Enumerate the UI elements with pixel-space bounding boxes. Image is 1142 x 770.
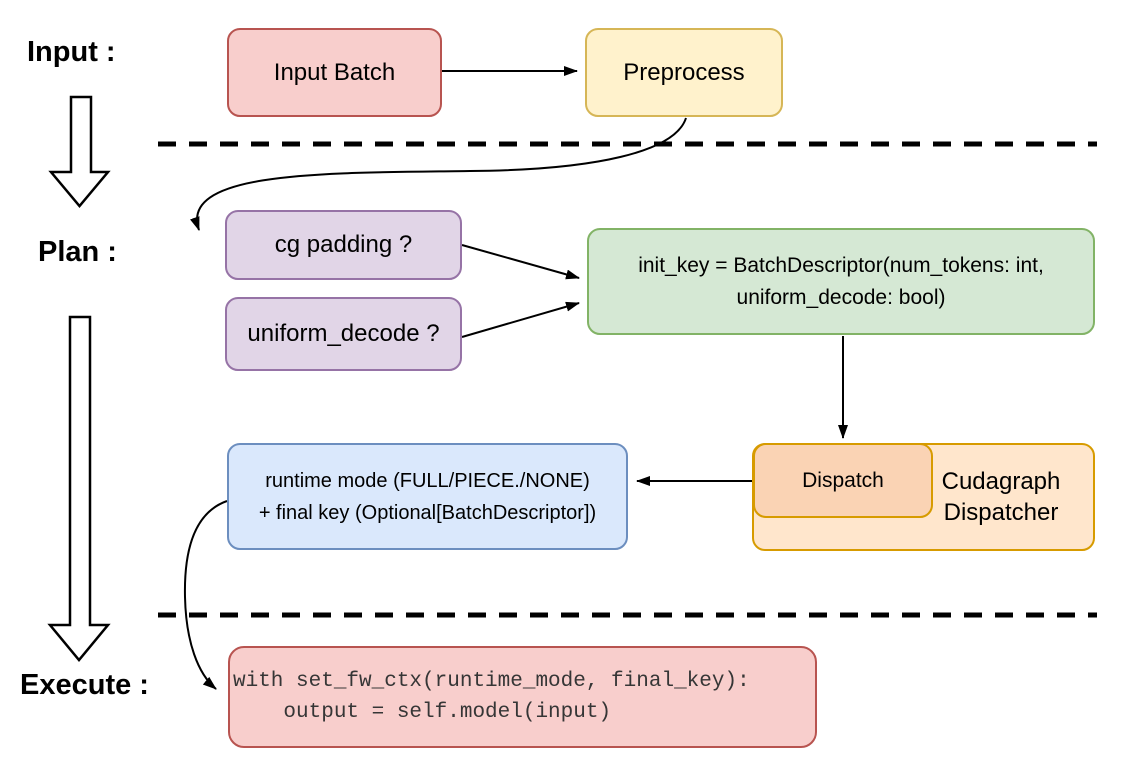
- edge-uniformdecode-initkey: [461, 301, 580, 338]
- edge-runtimekey-executecode: [183, 500, 228, 690]
- runtime-key-line1: runtime mode (FULL/PIECE./NONE): [265, 469, 590, 492]
- init-key-line2: uniform_decode: bool): [736, 285, 946, 309]
- uniform-decode-label: uniform_decode ?: [247, 320, 440, 347]
- node-init-key: init_key = BatchDescriptor(num_tokens: i…: [587, 228, 1095, 335]
- node-uniform-decode: uniform_decode ?: [225, 297, 462, 371]
- input-batch-label: Input Batch: [273, 58, 396, 86]
- preprocess-label: Preprocess: [623, 58, 745, 86]
- node-preprocess: Preprocess: [585, 28, 783, 117]
- stage-label-input: Input :: [27, 36, 116, 68]
- init-key-line1: init_key = BatchDescriptor(num_tokens: i…: [638, 253, 1044, 277]
- input-stage-arrow: [48, 95, 111, 208]
- cg-padding-label: cg padding ?: [274, 231, 413, 258]
- node-cg-padding: cg padding ?: [225, 210, 462, 280]
- runtime-key-line2: + final key (Optional[BatchDescriptor]): [258, 501, 597, 524]
- node-input-batch: Input Batch: [227, 28, 442, 117]
- dispatch-label: Dispatch: [802, 468, 884, 492]
- node-execute-code: with set_fw_ctx(runtime_mode, final_key)…: [228, 646, 817, 748]
- node-dispatch: Dispatch: [753, 443, 933, 518]
- execute-code-line2: output = self.model(input): [233, 701, 612, 724]
- node-runtime-key: runtime mode (FULL/PIECE./NONE) + final …: [227, 443, 628, 550]
- execute-code-line1: with set_fw_ctx(runtime_mode, final_key)…: [233, 670, 750, 693]
- plan-stage-arrow: [47, 315, 111, 662]
- edge-cgpadding-initkey: [461, 244, 580, 280]
- stage-label-execute: Execute :: [20, 669, 149, 701]
- edge-preprocess-cgpadding: [190, 117, 687, 231]
- stage-label-plan: Plan :: [38, 236, 117, 268]
- cudagraph-dispatcher-label: Cudagraph Dispatcher: [941, 468, 1061, 526]
